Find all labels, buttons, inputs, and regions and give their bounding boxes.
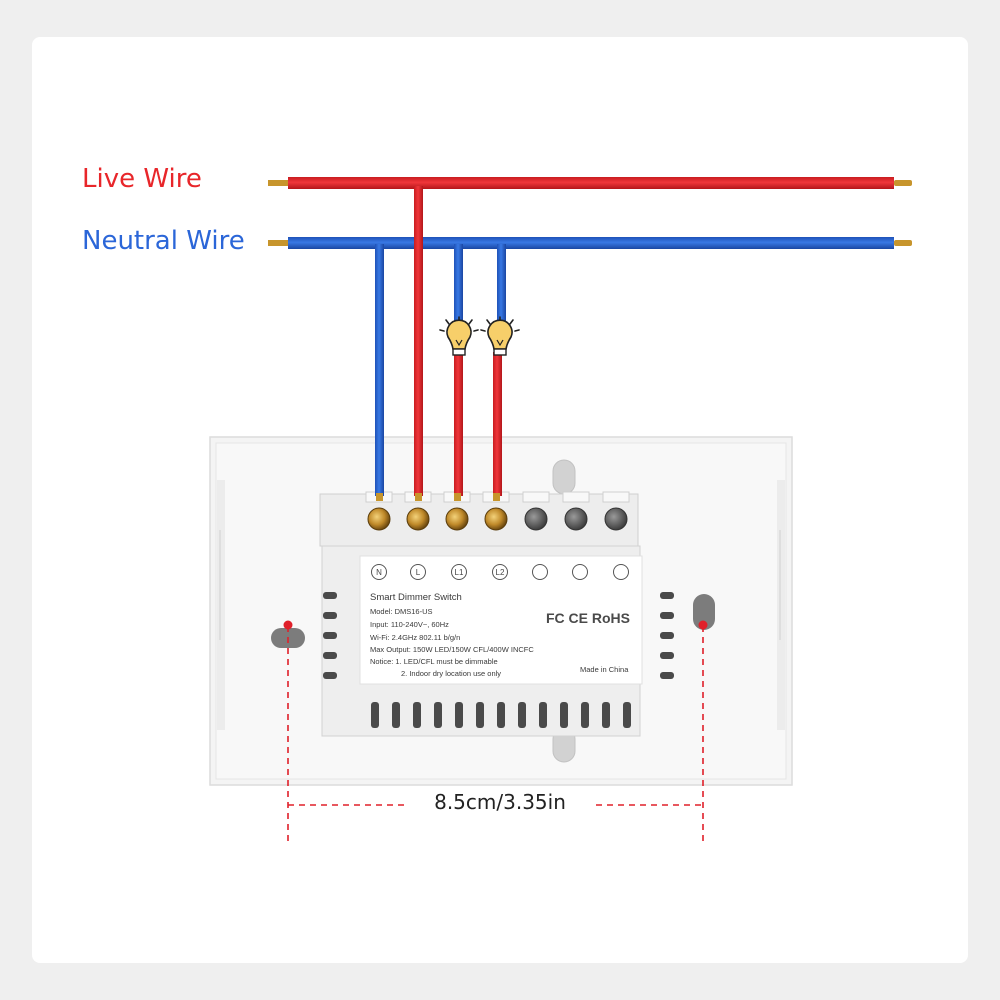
terminal-screws	[367, 507, 628, 531]
terminal-label-l: L	[416, 568, 421, 577]
terminal-label-n: N	[376, 568, 382, 577]
dimension-endpoint	[698, 620, 708, 630]
screw-l1	[445, 507, 469, 531]
neutral-wire-label: Neutral Wire	[82, 226, 245, 256]
label-model: Model: DMS16-US	[370, 607, 433, 616]
neutral-drop-wire	[375, 244, 384, 496]
label-notice-2: 2. Indoor dry location use only	[401, 669, 501, 678]
bulb-icon	[480, 316, 520, 356]
label-title: Smart Dimmer Switch	[370, 592, 462, 603]
bulb-icon	[439, 316, 479, 356]
live-wire-label: Live Wire	[82, 164, 202, 194]
dimension-endpoint	[283, 620, 293, 630]
load-wire-l1	[454, 352, 463, 496]
label-max-output: Max Output: 150W LED/150W CFL/400W INCFC	[370, 645, 534, 654]
mount-slot-right	[693, 594, 715, 630]
live-drop-wire	[414, 186, 423, 496]
mount-slot-top	[552, 459, 576, 495]
terminal-label-l1: L1	[455, 568, 464, 577]
screw-l2	[484, 507, 508, 531]
screw-n	[367, 507, 391, 531]
neutral-wire	[268, 237, 912, 249]
drop-wires	[375, 186, 506, 501]
terminal-markers	[371, 564, 629, 580]
label-made-in: Made in China	[580, 665, 629, 674]
live-wire	[268, 177, 912, 189]
certification-marks: FC CE RoHS	[546, 610, 630, 626]
screw-empty	[564, 507, 588, 531]
screw-empty	[604, 507, 628, 531]
label-input: Input: 110-240V~, 60Hz	[370, 620, 449, 629]
label-notice-1: Notice: 1. LED/CFL must be dimmable	[370, 657, 498, 666]
label-wifi: Wi-Fi: 2.4GHz 802.11 b/g/n	[370, 633, 460, 642]
screw-l	[406, 507, 430, 531]
load-wire-l2	[493, 352, 502, 496]
dimension-label: 8.5cm/3.35in	[405, 790, 595, 814]
terminal-label-l2: L2	[496, 568, 505, 577]
dimension-annotation	[287, 626, 704, 842]
screw-empty	[524, 507, 548, 531]
